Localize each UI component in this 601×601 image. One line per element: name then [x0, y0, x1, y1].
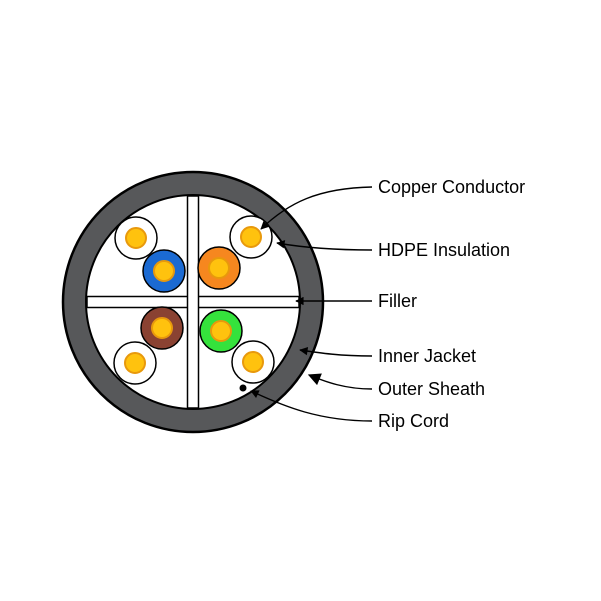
rip-cord-dot	[239, 384, 247, 392]
outer-sheath-leader-line	[307, 373, 373, 390]
inner-jacket-label: Inner Jacket	[378, 346, 476, 366]
copper-conductor-label: Copper Conductor	[378, 177, 525, 197]
hdpe-insulation-leader-line	[276, 240, 373, 251]
outer-sheath-label: Outer Sheath	[378, 379, 485, 399]
filler-cross-joint	[188, 297, 198, 307]
copper-conductor-bottom-left-white	[124, 352, 146, 374]
filler-label: Filler	[378, 291, 417, 311]
copper-conductor-bottom-right-white	[242, 351, 264, 373]
copper-conductor-blue	[153, 260, 175, 282]
inner-jacket-leader-line	[299, 346, 373, 357]
rip-cord-leader-line	[250, 390, 373, 422]
copper-conductor-brown	[151, 317, 173, 339]
hdpe-insulation-label: HDPE Insulation	[378, 240, 510, 260]
copper-conductor-leader-line	[260, 186, 373, 230]
rip-cord-label: Rip Cord	[378, 411, 449, 431]
copper-conductor-top-right-white	[240, 226, 262, 248]
copper-conductor-green	[210, 320, 232, 342]
copper-conductor-top-left-white	[125, 227, 147, 249]
copper-conductor-orange	[208, 257, 230, 279]
